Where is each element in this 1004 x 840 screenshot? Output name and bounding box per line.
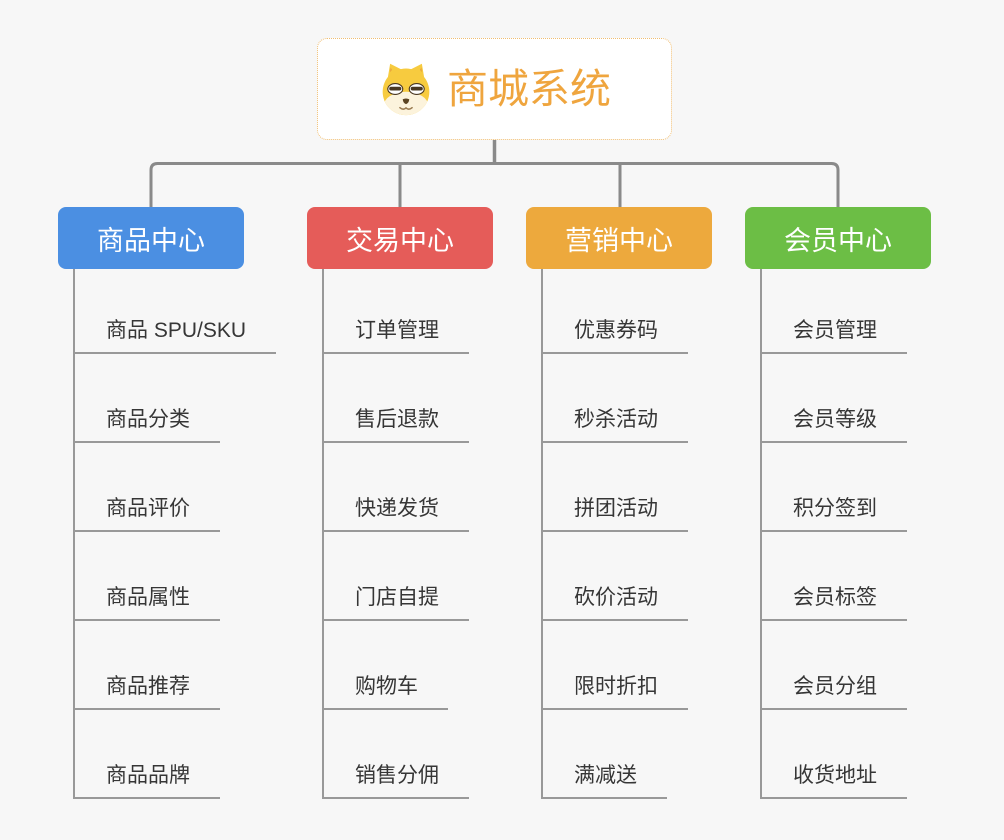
child-node[interactable]: 会员分组 [760, 621, 985, 710]
child-node-label: 快递发货 [322, 496, 469, 532]
child-node[interactable]: 商品推荐 [73, 621, 298, 710]
child-node[interactable]: 商品 SPU/SKU [73, 269, 298, 354]
child-node-label: 优惠券码 [541, 318, 688, 354]
child-node[interactable]: 收货地址 [760, 710, 985, 799]
child-node-label: 限时折扣 [541, 674, 688, 710]
child-node-label: 商品品牌 [73, 763, 220, 799]
branch-node-3[interactable]: 营销中心 [526, 207, 712, 269]
child-node[interactable]: 限时折扣 [541, 621, 766, 710]
child-node-label: 拼团活动 [541, 496, 688, 532]
branch-node-2[interactable]: 交易中心 [307, 207, 493, 269]
child-node[interactable]: 商品品牌 [73, 710, 298, 799]
branch-column-1: 商品中心 商品 SPU/SKU 商品分类 商品评价 商品属性 商品推荐 商品品牌 [58, 207, 298, 799]
child-node[interactable]: 商品属性 [73, 532, 298, 621]
child-node[interactable]: 满减送 [541, 710, 766, 799]
branch-column-2: 交易中心 订单管理 售后退款 快递发货 门店自提 购物车 销售分佣 [307, 207, 547, 799]
root-node-mall-system[interactable]: 商城系统 [317, 38, 672, 140]
branch-node-4[interactable]: 会员中心 [745, 207, 931, 269]
child-node[interactable]: 购物车 [322, 621, 547, 710]
child-node-label: 满减送 [541, 763, 667, 799]
child-node[interactable]: 门店自提 [322, 532, 547, 621]
root-title: 商城系统 [447, 65, 611, 112]
child-node[interactable]: 拼团活动 [541, 443, 766, 532]
child-node-label: 收货地址 [760, 763, 907, 799]
child-node-label: 商品推荐 [73, 674, 220, 710]
child-node-label: 门店自提 [322, 585, 469, 621]
child-node[interactable]: 商品分类 [73, 354, 298, 443]
child-node-label: 销售分佣 [322, 763, 469, 799]
branch-children: 商品 SPU/SKU 商品分类 商品评价 商品属性 商品推荐 商品品牌 [73, 269, 298, 799]
child-node-label: 购物车 [322, 674, 448, 710]
child-node[interactable]: 会员等级 [760, 354, 985, 443]
child-node-label: 会员分组 [760, 674, 907, 710]
child-node[interactable]: 销售分佣 [322, 710, 547, 799]
child-node-label: 订单管理 [322, 318, 469, 354]
branch-children: 订单管理 售后退款 快递发货 门店自提 购物车 销售分佣 [322, 269, 547, 799]
child-node-label: 会员管理 [760, 318, 907, 354]
child-node-label: 会员等级 [760, 407, 907, 443]
child-node-label: 售后退款 [322, 407, 469, 443]
child-node-label: 砍价活动 [541, 585, 688, 621]
child-node-label: 商品属性 [73, 585, 220, 621]
child-node[interactable]: 快递发货 [322, 443, 547, 532]
child-node[interactable]: 商品评价 [73, 443, 298, 532]
child-node[interactable]: 砍价活动 [541, 532, 766, 621]
child-node-label: 会员标签 [760, 585, 907, 621]
child-node[interactable]: 积分签到 [760, 443, 985, 532]
branch-column-3: 营销中心 优惠券码 秒杀活动 拼团活动 砍价活动 限时折扣 满减送 [526, 207, 766, 799]
branch-children: 会员管理 会员等级 积分签到 会员标签 会员分组 收货地址 [760, 269, 985, 799]
child-node[interactable]: 订单管理 [322, 269, 547, 354]
child-node-label: 商品评价 [73, 496, 220, 532]
child-node-label: 商品 SPU/SKU [73, 318, 277, 354]
child-node[interactable]: 会员标签 [760, 532, 985, 621]
child-node[interactable]: 秒杀活动 [541, 354, 766, 443]
child-node-label: 积分签到 [760, 496, 907, 532]
child-node-label: 商品分类 [73, 407, 220, 443]
branch-children: 优惠券码 秒杀活动 拼团活动 砍价活动 限时折扣 满减送 [541, 269, 766, 799]
branch-column-4: 会员中心 会员管理 会员等级 积分签到 会员标签 会员分组 收货地址 [745, 207, 985, 799]
dog-face-icon [382, 63, 430, 116]
child-node[interactable]: 会员管理 [760, 269, 985, 354]
child-node[interactable]: 优惠券码 [541, 269, 766, 354]
child-node-label: 秒杀活动 [541, 407, 688, 443]
child-node[interactable]: 售后退款 [322, 354, 547, 443]
branch-node-1[interactable]: 商品中心 [58, 207, 244, 269]
